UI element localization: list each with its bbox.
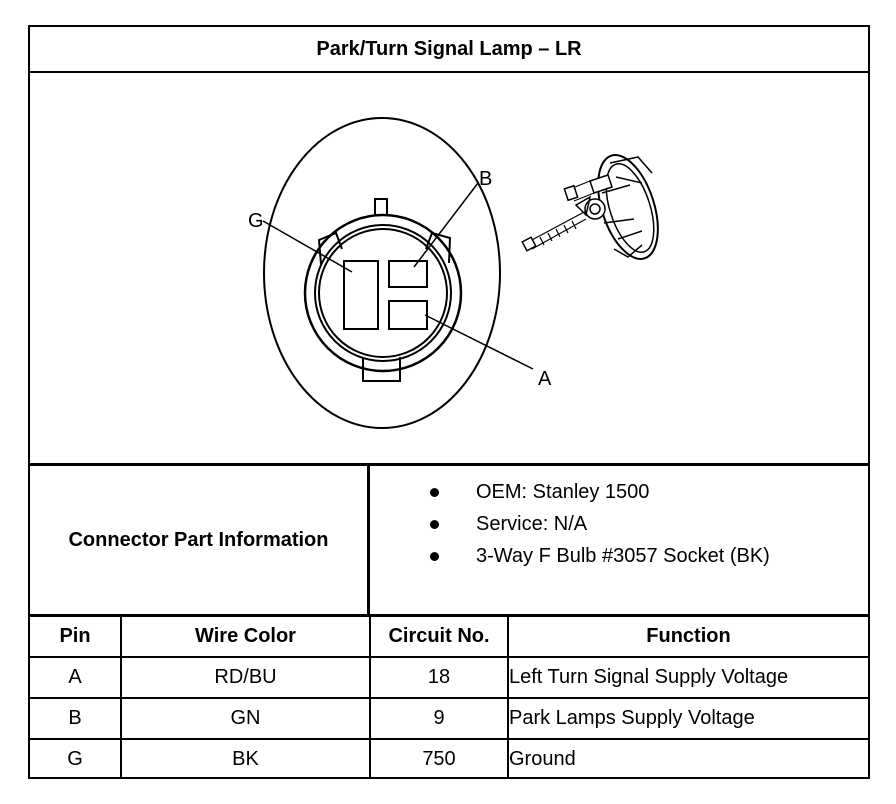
pin-table-header: Pin Wire Color Circuit No. Function bbox=[30, 617, 868, 658]
connector-card: Park/Turn Signal Lamp – LR bbox=[28, 25, 870, 779]
header-function: Function bbox=[507, 617, 868, 658]
connector-drawing: G B A bbox=[30, 73, 868, 463]
cell-wire-color: RD/BU bbox=[120, 656, 371, 699]
bullet-icon bbox=[430, 552, 439, 561]
bullet-icon bbox=[430, 520, 439, 529]
info-item: 3-Way F Bulb #3057 Socket (BK) bbox=[430, 540, 868, 572]
socket-lug-right bbox=[425, 231, 452, 264]
cell-pin: B bbox=[30, 697, 122, 740]
terminal-g bbox=[343, 260, 379, 330]
connector-face-svg: G B A bbox=[248, 117, 659, 429]
pin-label-g: G bbox=[248, 210, 264, 232]
header-circuit-no: Circuit No. bbox=[369, 617, 509, 658]
info-item-text: Service: N/A bbox=[476, 513, 588, 535]
header-pin: Pin bbox=[30, 617, 122, 658]
cell-function: Left Turn Signal Supply Voltage bbox=[507, 656, 868, 699]
socket-outer-ring bbox=[303, 213, 463, 373]
cell-circuit-no: 750 bbox=[369, 738, 509, 779]
bullet-icon bbox=[430, 488, 439, 497]
leader-g bbox=[262, 220, 353, 273]
info-item-text: OEM: Stanley 1500 bbox=[476, 481, 650, 503]
connector-info-section: Connector Part Information OEM: Stanley … bbox=[30, 463, 868, 617]
terminal-a bbox=[388, 300, 428, 330]
cell-pin: A bbox=[30, 656, 122, 699]
cell-pin: G bbox=[30, 738, 122, 779]
cell-wire-color: GN bbox=[120, 697, 371, 740]
leader-a bbox=[424, 314, 534, 370]
pin-label-a: A bbox=[538, 368, 552, 390]
info-item-text: 3-Way F Bulb #3057 Socket (BK) bbox=[476, 545, 770, 567]
leader-b bbox=[413, 182, 479, 268]
table-row: B GN 9 Park Lamps Supply Voltage bbox=[30, 697, 868, 740]
info-item: Service: N/A bbox=[430, 508, 868, 540]
cell-circuit-no: 18 bbox=[369, 656, 509, 699]
connector-info-list: OEM: Stanley 1500 Service: N/A 3-Way F B… bbox=[370, 466, 868, 614]
cell-circuit-no: 9 bbox=[369, 697, 509, 740]
socket-key bbox=[374, 198, 388, 216]
page-title: Park/Turn Signal Lamp – LR bbox=[30, 27, 868, 73]
cell-function: Park Lamps Supply Voltage bbox=[507, 697, 868, 740]
connector-info-label: Connector Part Information bbox=[30, 466, 370, 614]
connector-outer-oval bbox=[263, 117, 501, 429]
table-row: A RD/BU 18 Left Turn Signal Supply Volta… bbox=[30, 656, 868, 699]
table-row: G BK 750 Ground bbox=[30, 738, 868, 779]
pin-label-b: B bbox=[479, 168, 492, 190]
cell-function: Ground bbox=[507, 738, 868, 779]
terminal-b bbox=[388, 260, 428, 288]
socket-lug-left bbox=[317, 231, 343, 265]
header-wire-color: Wire Color bbox=[120, 617, 371, 658]
socket-inner-ring bbox=[318, 228, 448, 358]
socket-lug-bottom bbox=[362, 357, 401, 382]
cell-wire-color: BK bbox=[120, 738, 371, 779]
info-item: OEM: Stanley 1500 bbox=[430, 476, 868, 508]
pin-table: Pin Wire Color Circuit No. Function A RD… bbox=[30, 617, 868, 779]
bulb-socket-illustration bbox=[521, 154, 659, 260]
